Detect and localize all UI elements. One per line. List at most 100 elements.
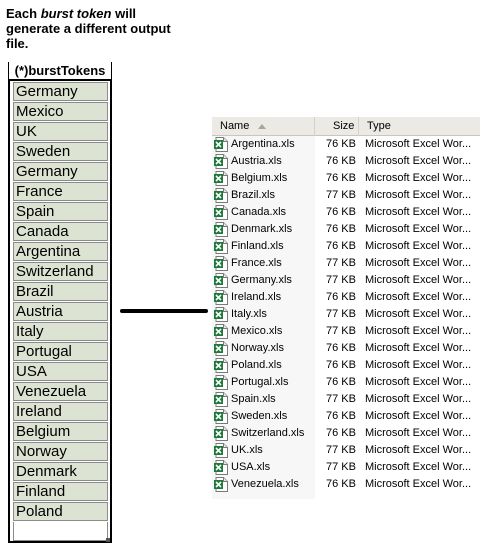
file-name: Germany.xls — [231, 274, 292, 286]
token-cell[interactable]: Portugal — [13, 342, 108, 361]
file-size: 76 KB — [326, 291, 356, 303]
file-type: Microsoft Excel Wor... — [365, 325, 472, 337]
file-type: Microsoft Excel Wor... — [365, 274, 472, 286]
excel-file-icon — [214, 443, 228, 458]
file-name: Switzerland.xls — [231, 427, 305, 439]
token-cell[interactable]: Switzerland — [13, 262, 108, 281]
file-type: Microsoft Excel Wor... — [365, 478, 472, 490]
file-name: Portugal.xls — [231, 376, 289, 388]
column-header-type[interactable]: Type — [367, 120, 391, 132]
column-header-size[interactable]: Size — [315, 117, 359, 136]
token-cell[interactable]: Brazil — [13, 282, 108, 301]
file-size: 77 KB — [326, 461, 356, 473]
file-size: 76 KB — [326, 427, 356, 439]
excel-file-icon — [214, 290, 228, 305]
file-name: Norway.xls — [231, 342, 284, 354]
token-cell[interactable]: Germany — [13, 162, 108, 181]
excel-file-icon — [214, 154, 228, 169]
file-type: Microsoft Excel Wor... — [365, 206, 472, 218]
excel-file-icon — [214, 375, 228, 390]
file-type: Microsoft Excel Wor... — [365, 359, 472, 371]
file-name: Belgium.xls — [231, 172, 288, 184]
file-name: Sweden.xls — [231, 410, 288, 422]
token-cell[interactable]: Spain — [13, 202, 108, 221]
file-size: 76 KB — [326, 172, 356, 184]
token-cell[interactable]: Belgium — [13, 422, 108, 441]
token-cell[interactable]: Canada — [13, 222, 108, 241]
file-type: Microsoft Excel Wor... — [365, 257, 472, 269]
name-column-highlight — [212, 136, 315, 499]
token-cell[interactable]: Denmark — [13, 462, 108, 481]
file-type: Microsoft Excel Wor... — [365, 308, 472, 320]
caption-line-1: Each burst token will — [6, 6, 196, 21]
token-cell[interactable]: Germany — [13, 82, 108, 101]
excel-file-icon — [214, 307, 228, 322]
excel-file-icon — [214, 171, 228, 186]
token-cell[interactable]: Finland — [13, 482, 108, 501]
file-size: 77 KB — [326, 257, 356, 269]
excel-file-icon — [214, 188, 228, 203]
caption-text: Each — [6, 6, 41, 21]
file-name: Denmark.xls — [231, 223, 293, 235]
file-type: Microsoft Excel Wor... — [365, 189, 472, 201]
file-name: Poland.xls — [231, 359, 282, 371]
token-cell[interactable]: Ireland — [13, 402, 108, 421]
token-cell[interactable]: Italy — [13, 322, 108, 341]
file-row[interactable]: Germany.xls 77 KB Microsoft Excel Wor... — [212, 272, 480, 289]
token-cell-empty[interactable] — [13, 522, 108, 541]
file-name: Canada.xls — [231, 206, 287, 218]
file-name: Venezuela.xls — [231, 478, 299, 490]
excel-file-icon — [214, 392, 228, 407]
excel-file-icon — [214, 256, 228, 271]
column-header-name-label: Name — [220, 120, 250, 132]
token-cell[interactable]: UK — [13, 122, 108, 141]
excel-file-icon — [214, 477, 228, 492]
token-cell[interactable]: Austria — [13, 302, 108, 321]
file-type: Microsoft Excel Wor... — [365, 155, 472, 167]
token-cell[interactable]: Norway — [13, 442, 108, 461]
file-size: 76 KB — [326, 342, 356, 354]
token-cell[interactable]: Sweden — [13, 142, 108, 161]
file-type: Microsoft Excel Wor... — [365, 240, 472, 252]
token-cell[interactable]: Mexico — [13, 102, 108, 121]
token-cell[interactable]: Poland — [13, 502, 108, 521]
excel-file-icon — [214, 137, 228, 152]
token-cell[interactable]: Venezuela — [13, 382, 108, 401]
file-type: Microsoft Excel Wor... — [365, 393, 472, 405]
excel-file-icon — [214, 222, 228, 237]
file-size: 77 KB — [326, 274, 356, 286]
column-header-name[interactable]: Name — [212, 117, 315, 136]
token-cell[interactable]: Argentina — [13, 242, 108, 261]
caption-emphasis: burst token — [40, 6, 112, 21]
caption-line-3: file. — [6, 36, 29, 51]
file-type: Microsoft Excel Wor... — [365, 223, 472, 235]
token-cell[interactable]: France — [13, 182, 108, 201]
token-cell[interactable]: USA — [13, 362, 108, 381]
excel-file-icon — [214, 273, 228, 288]
connector-line — [120, 309, 208, 313]
file-name: Austria.xls — [231, 155, 282, 167]
file-type: Microsoft Excel Wor... — [365, 444, 472, 456]
file-name: UK.xls — [231, 444, 263, 456]
